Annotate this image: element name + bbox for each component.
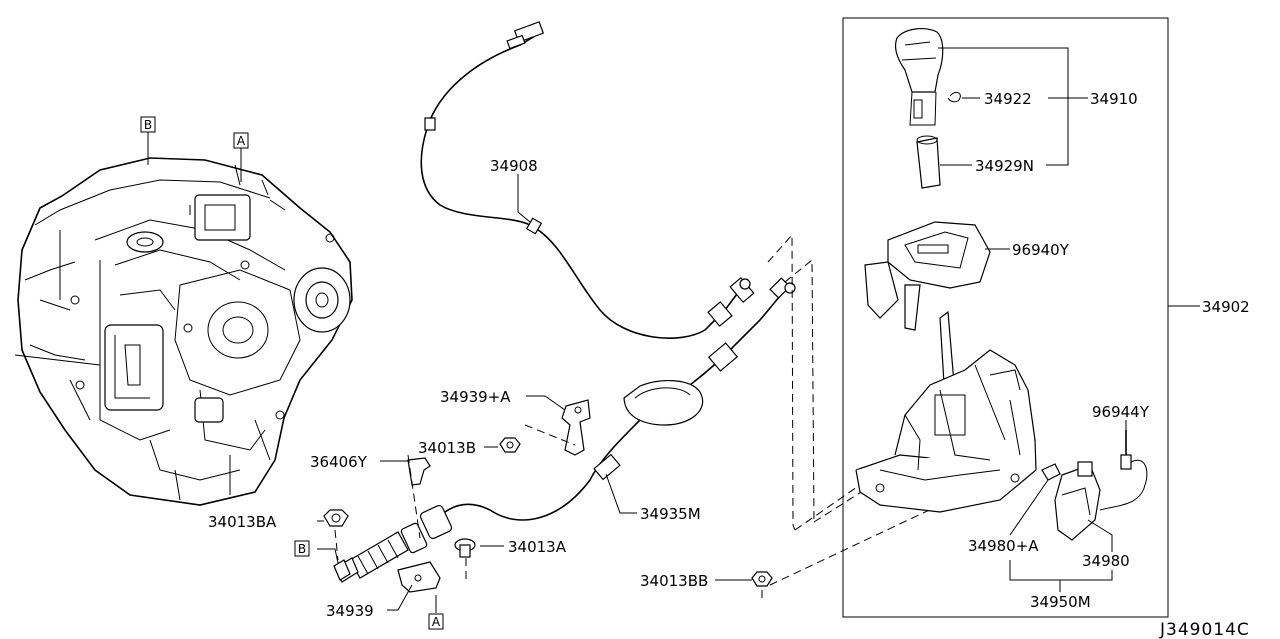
label-34910: 34910 [1090, 90, 1138, 108]
label-34980a: 34980+A [968, 537, 1039, 555]
box-marker-b-left: B [294, 540, 310, 557]
harness-96944y [1099, 430, 1148, 511]
label-34902: 34902 [1202, 298, 1250, 316]
indicator-96940y [864, 221, 991, 331]
label-34939a: 34939+A [440, 388, 511, 406]
label-34013b: 34013B [418, 439, 476, 457]
leader-lines [147, 47, 1200, 613]
label-96940y: 96940Y [1012, 241, 1070, 259]
cable-34908 [420, 21, 755, 339]
label-34908: 34908 [490, 157, 538, 175]
box-marker-b-top: B [140, 116, 156, 133]
nut-34013ba [323, 509, 349, 527]
label-34939: 34939 [326, 602, 374, 620]
sleeve-34929n [916, 135, 941, 189]
label-34013a: 34013A [508, 538, 567, 556]
reference-code: J349014C [1159, 620, 1250, 639]
clip-34922 [947, 91, 961, 103]
nut-34013b [499, 437, 521, 453]
cable-34935m [334, 277, 796, 583]
box-marker-a-bottom: A [428, 613, 444, 630]
svg-text:A: A [237, 134, 246, 148]
label-34922: 34922 [984, 90, 1032, 108]
bracket-34939 [397, 561, 441, 593]
svg-text:A: A [432, 615, 441, 629]
bracket-34939a [561, 399, 591, 456]
svg-text:B: B [298, 542, 306, 556]
shifter-assembly-box [842, 17, 1169, 618]
switch-34980a [1041, 463, 1061, 481]
label-34950m: 34950M [1030, 593, 1091, 611]
box-marker-a-top: A [233, 132, 249, 149]
shift-knob-34910 [894, 28, 944, 126]
label-96944y: 96944Y [1092, 403, 1150, 421]
svg-text:B: B [144, 118, 152, 132]
transmission-assembly [14, 157, 353, 506]
solenoid-34980 [1054, 461, 1101, 541]
bolt-b [333, 559, 351, 581]
bolt-34013a [454, 538, 476, 558]
nut-34013bb [751, 571, 773, 587]
dashed-guides [334, 233, 941, 610]
shifter-base-34950m [855, 310, 1037, 513]
label-34980: 34980 [1082, 552, 1130, 570]
label-34929n: 34929N [975, 157, 1034, 175]
label-36406y: 36406Y [310, 453, 368, 471]
label-34013bb: 34013BB [640, 572, 708, 590]
label-34013ba: 34013BA [208, 513, 277, 531]
label-34935m: 34935M [640, 505, 701, 523]
